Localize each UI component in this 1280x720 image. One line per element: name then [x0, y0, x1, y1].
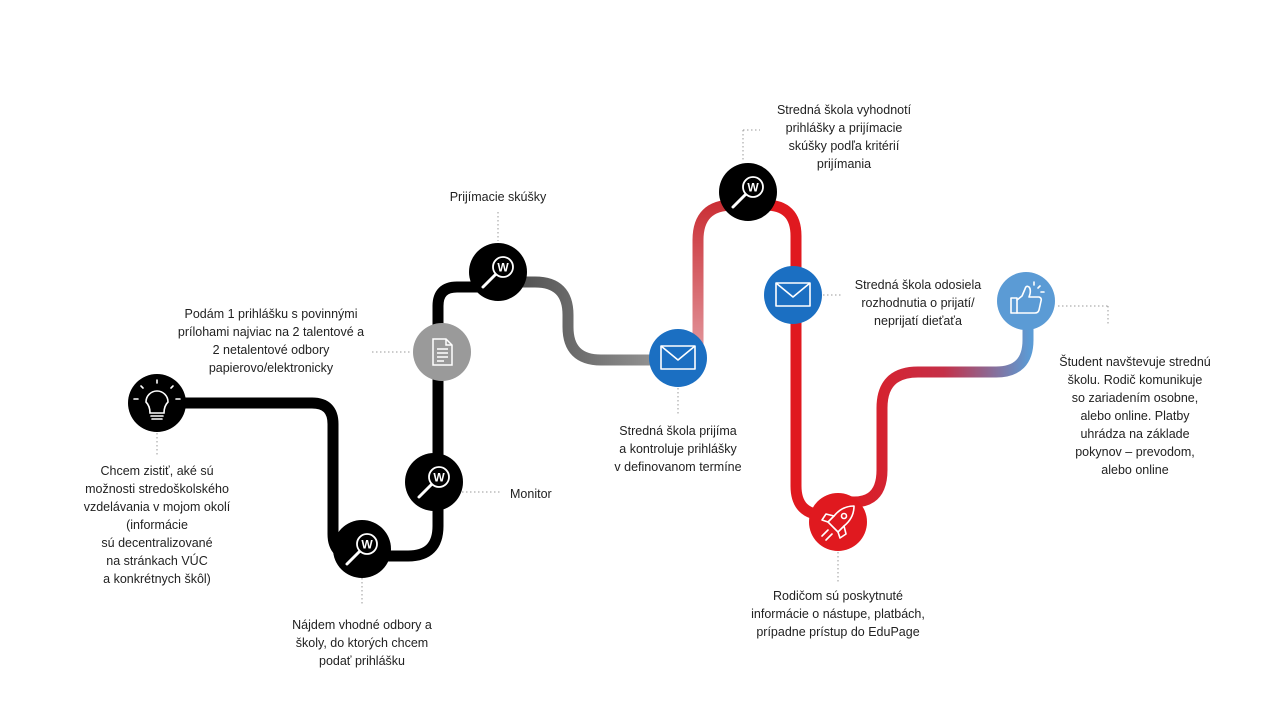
svg-text:W: W [361, 538, 373, 552]
step-node-apply [413, 323, 471, 381]
search-w-icon: W [731, 176, 764, 209]
step-node-decision [764, 266, 822, 324]
path-segment-gray [484, 276, 684, 366]
step-node-explore [128, 374, 186, 432]
step-label-apply: Podám 1 prihlášku s povinnými prílohami … [177, 307, 365, 375]
search-w-icon: W [345, 533, 378, 566]
path-segment-red [742, 199, 844, 521]
path-segment-red-blue [832, 297, 1034, 508]
step-label-find: Nájdem vhodné odbory a školy, do ktorých… [292, 618, 432, 668]
step-node-onboard [809, 493, 867, 551]
svg-text:W: W [433, 471, 445, 485]
svg-text:W: W [747, 181, 759, 195]
rocket-icon [821, 505, 855, 541]
step-node-find: W [333, 520, 391, 578]
step-node-monitor: W [405, 453, 463, 511]
step-label-monitor: Monitor [510, 487, 552, 501]
step-label-onboard: Rodičom sú poskytnuté informácie o nástu… [751, 589, 925, 639]
document-icon [432, 338, 453, 366]
step-label-evaluate: Stredná škola vyhodnotí prihlášky a prij… [776, 103, 912, 171]
path-segment-pink [692, 199, 754, 364]
step-node-evaluate: W [719, 163, 777, 221]
svg-text:W: W [497, 261, 509, 275]
step-label-explore: Chcem zistiť, aké sú možnosti stredoškol… [83, 464, 231, 586]
step-node-receive [649, 329, 707, 387]
envelope-icon [775, 282, 811, 307]
step-label-exams: Prijímacie skúšky [449, 190, 547, 204]
step-label-receive: Stredná škola prijíma a kontroluje prihl… [614, 424, 742, 474]
step-label-attend: Študent navštevuje strednú školu. Rodič … [1059, 355, 1211, 477]
step-node-attend [997, 272, 1055, 330]
thumbs-up-icon [1010, 281, 1045, 314]
search-w-icon: W [481, 256, 514, 289]
lightbulb-icon [133, 379, 181, 420]
connectors [156, 129, 1109, 606]
envelope-icon [660, 345, 696, 370]
step-label-decision: Stredná škola odosiela rozhodnutia o pri… [854, 278, 982, 328]
step-node-exams: W [469, 243, 527, 301]
search-w-icon: W [417, 466, 450, 499]
